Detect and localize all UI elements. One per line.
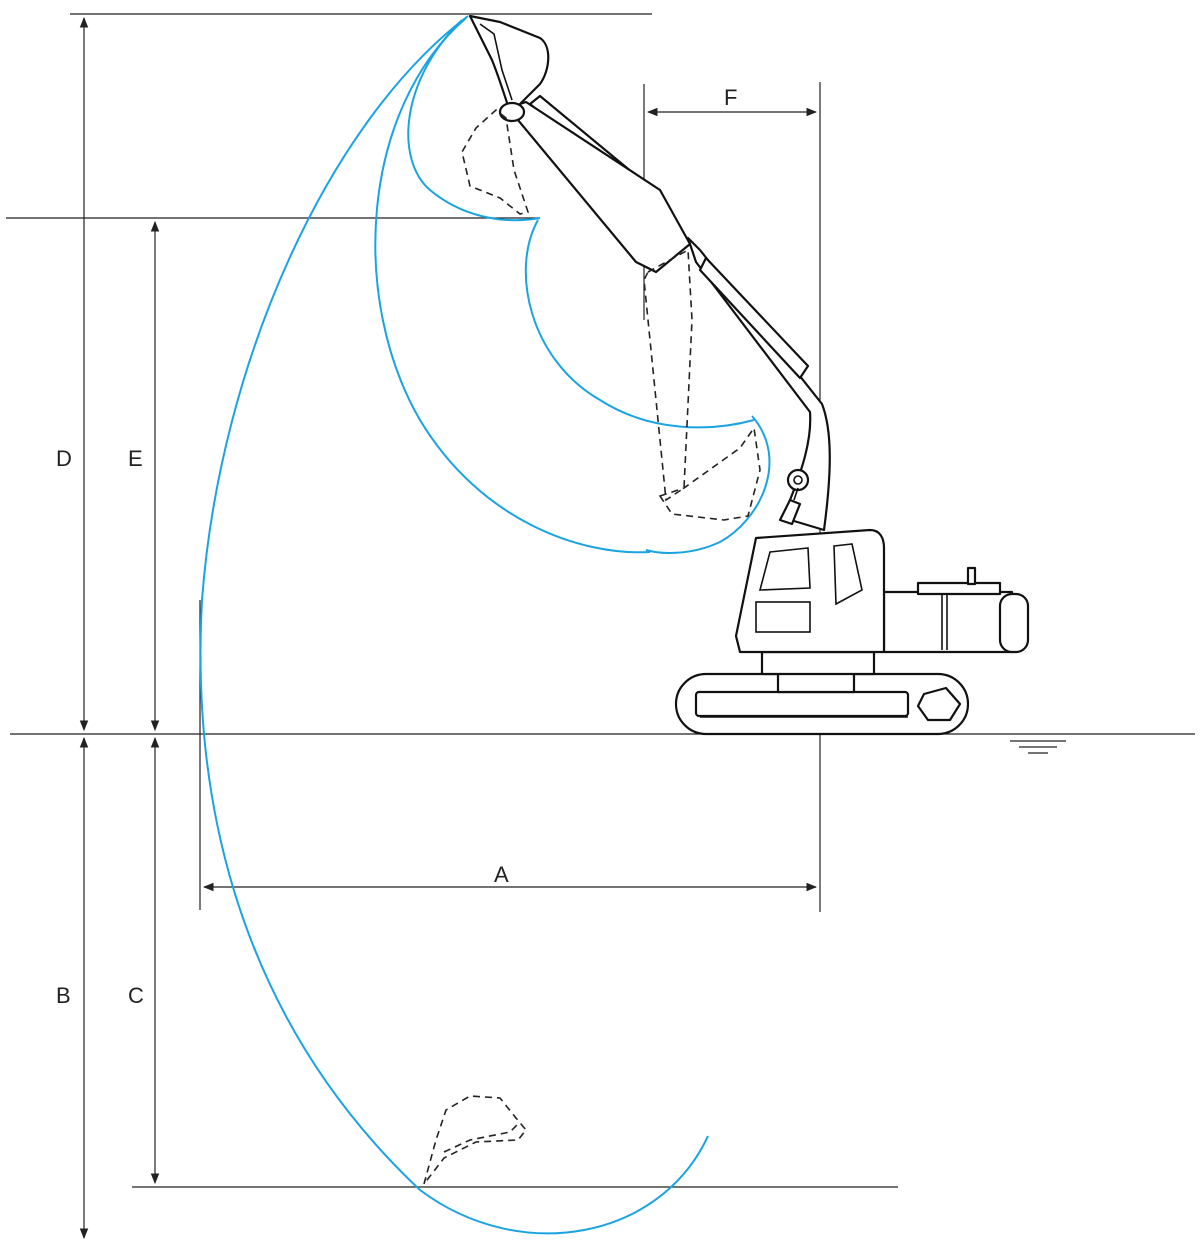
ghost-bucket-bottom-inner — [443, 1123, 519, 1153]
working-envelope — [199, 15, 771, 1235]
engine-housing — [882, 566, 1030, 654]
ghost-arm-mid — [643, 248, 693, 502]
excavator — [423, 14, 1030, 1185]
crawler-track — [674, 672, 970, 736]
ghost-bucket-mid — [658, 425, 761, 521]
label-b: B — [56, 983, 71, 1008]
label-a: A — [494, 862, 509, 887]
arm — [506, 100, 692, 274]
label-e: E — [128, 446, 143, 471]
inner-boom-arc — [374, 17, 651, 554]
bucket — [468, 14, 550, 123]
ghost-bucket-bottom — [423, 1095, 528, 1185]
upper-base — [760, 650, 876, 676]
boom — [686, 236, 831, 532]
dimension-labels: D E B C A F — [56, 85, 737, 1008]
close-bucket-arc — [645, 415, 771, 554]
max-reach-arc — [199, 15, 709, 1235]
label-f: F — [724, 85, 737, 110]
ground-symbol — [1010, 740, 1066, 754]
top-bucket-curl-arc — [407, 19, 541, 222]
label-c: C — [128, 983, 144, 1008]
label-d: D — [56, 446, 72, 471]
operator-cab — [734, 528, 886, 654]
dimension-lines — [79, 16, 818, 1240]
ghost-bucket-top — [461, 108, 530, 215]
mid-arm-arc — [524, 219, 755, 429]
bucket-ghost-positions — [423, 108, 761, 1185]
reference-lines — [6, 13, 1195, 1188]
